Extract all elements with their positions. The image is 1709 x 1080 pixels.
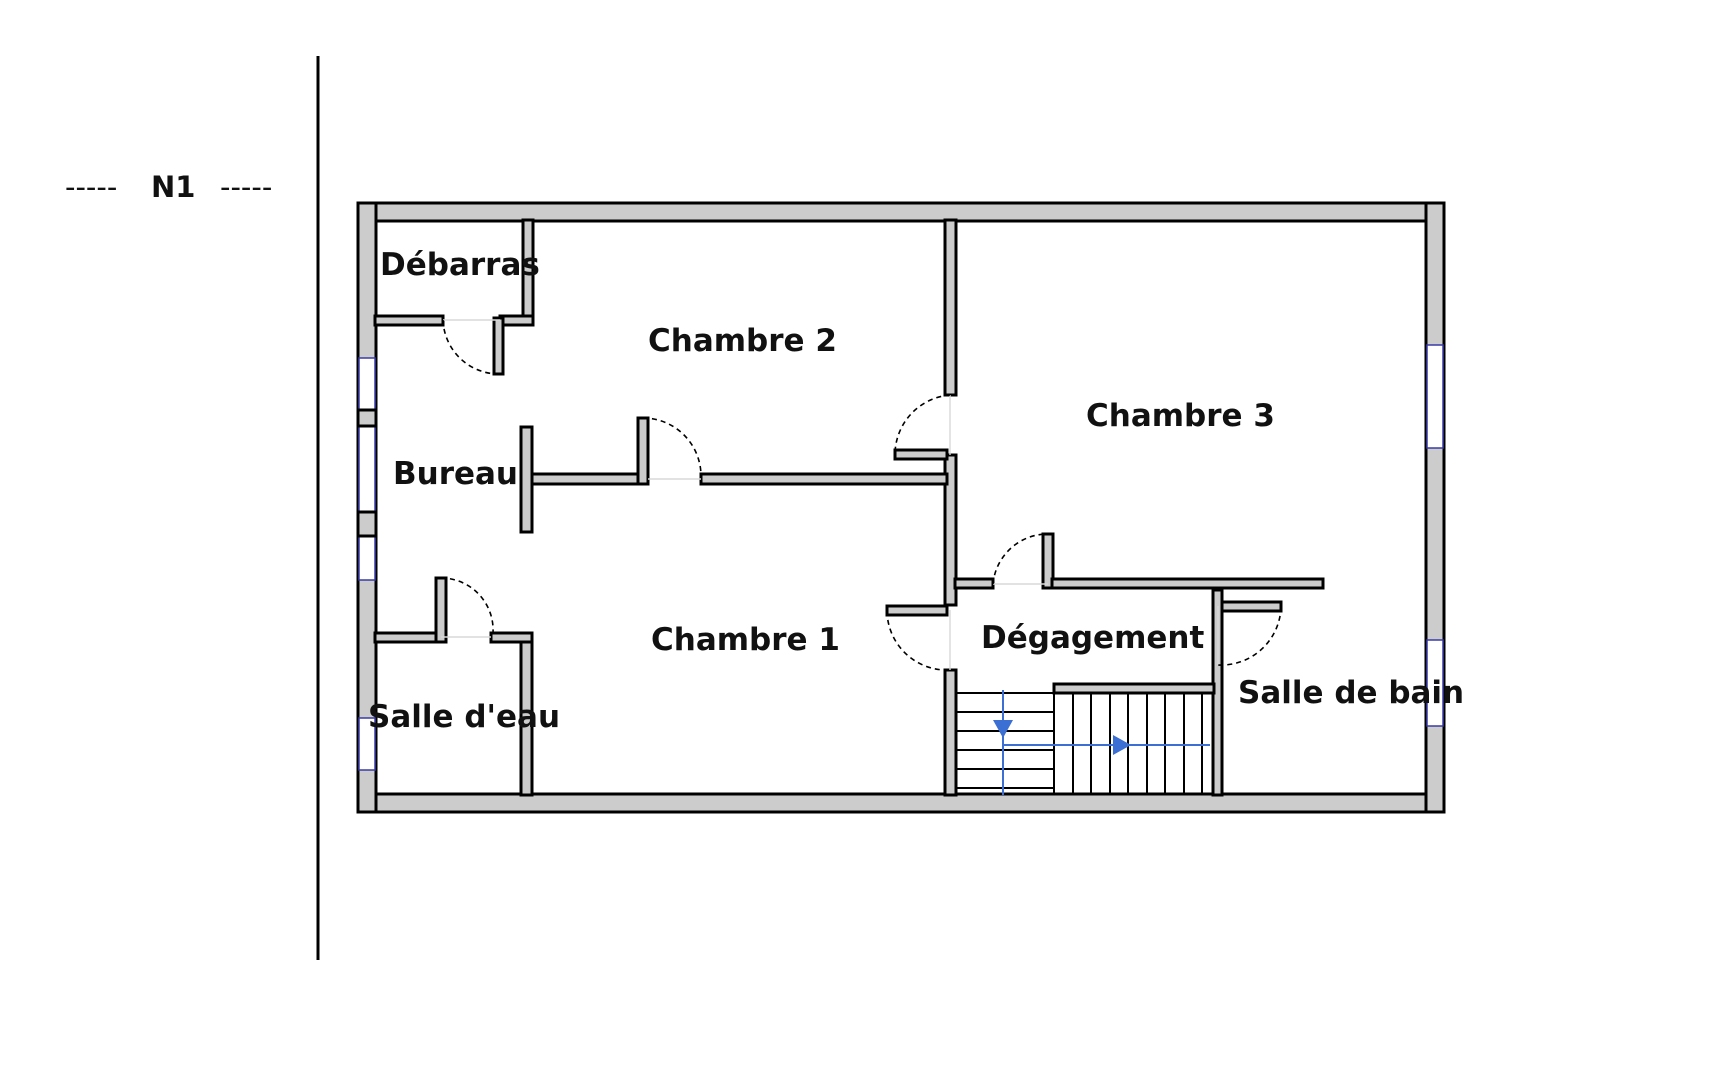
room-labels: Débarras Chambre 2 Chambre 3 Bureau Cham…	[368, 247, 1464, 735]
wall-debarras-bottom-left	[373, 314, 445, 327]
outer-wall-bottom	[356, 792, 1446, 814]
room-label-chambre-2: Chambre 2	[648, 323, 837, 359]
room-label-degagement: Dégagement	[981, 620, 1204, 656]
wall-salle-deau-door-jamb	[434, 576, 448, 644]
window-salle-de-bain	[1426, 639, 1444, 727]
window-mullion-1	[356, 408, 378, 428]
wall-chambre2-chambre1-left	[530, 472, 642, 486]
staircase	[956, 690, 1210, 795]
level-marker: ----- N1 -----	[65, 170, 272, 204]
window-mullion-2	[356, 510, 378, 538]
level-dash-right: -----	[220, 170, 272, 204]
door-salle-de-bain[interactable]	[1217, 606, 1282, 666]
room-label-salle-de-bain: Salle de bain	[1238, 675, 1464, 711]
door-chambre-1[interactable]	[886, 610, 951, 671]
level-name: N1	[151, 170, 195, 204]
stair-arrow-right	[1113, 735, 1131, 755]
window-chambre-3	[1426, 344, 1444, 449]
room-label-bureau: Bureau	[393, 456, 518, 492]
stair-arrow-down	[993, 720, 1013, 738]
door-salle-deau[interactable]	[440, 577, 494, 638]
level-dash-left: -----	[65, 170, 117, 204]
windows	[356, 344, 1444, 771]
door-degagement-to-chambre3[interactable]	[992, 533, 1049, 585]
stair-landing-treads	[956, 692, 1054, 789]
stair-direction-arrow	[993, 690, 1210, 795]
room-label-debarras: Débarras	[380, 247, 540, 283]
wall-chambre2-door-jamb	[636, 416, 650, 486]
wall-debarras-door-jamb	[492, 316, 505, 376]
outer-wall-top	[356, 201, 1446, 223]
doors	[440, 319, 1282, 671]
wall-chambre1-door-stub	[885, 604, 949, 617]
wall-salle-deau-top-right	[489, 631, 534, 644]
wall-middle-vertical-top	[943, 218, 958, 397]
wall-degagement-bath-stub	[1220, 600, 1283, 613]
wall-stair-top	[1052, 682, 1216, 695]
interior-walls	[373, 218, 1325, 797]
wall-chambre2-chambre1-right	[699, 472, 949, 486]
wall-degagement-top-right	[1050, 577, 1325, 590]
wall-chambre2-bureau-stub	[519, 425, 534, 534]
room-label-salle-deau: Salle d'eau	[368, 699, 560, 735]
wall-chambre3-door-stub	[893, 448, 949, 461]
wall-degagement-top-left	[953, 577, 995, 590]
wall-debarras-bottom-right	[498, 314, 535, 327]
wall-salle-deau-top-left	[373, 631, 441, 644]
room-label-chambre-3: Chambre 3	[1086, 398, 1275, 434]
wall-middle-vertical-lower	[943, 668, 958, 797]
window-salle-deau	[358, 717, 376, 771]
door-chambre-2[interactable]	[642, 417, 702, 480]
window-bureau	[358, 357, 376, 581]
door-debarras[interactable]	[442, 319, 500, 375]
room-label-chambre-1: Chambre 1	[651, 622, 840, 658]
door-chambre-3[interactable]	[894, 394, 951, 456]
